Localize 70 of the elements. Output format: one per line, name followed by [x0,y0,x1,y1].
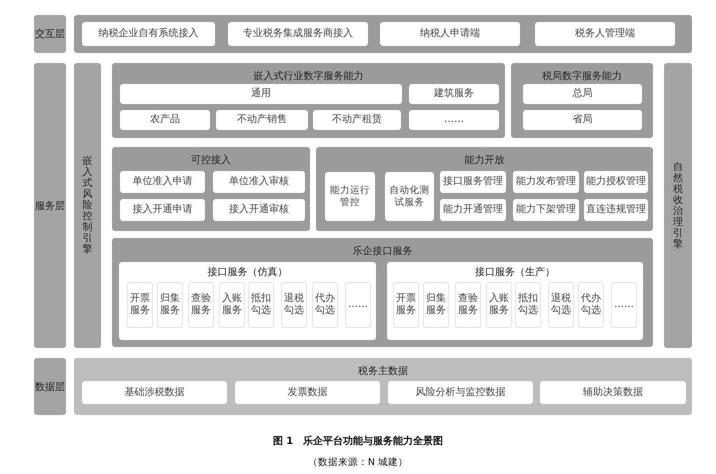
function-box: 基础涉税数据 [82,381,227,404]
panel-title: 接口服务（仿真） [206,266,288,279]
service-box: 归集服务 [423,282,449,328]
group-panel [316,147,653,231]
group-panel [112,63,505,138]
source-note: （数据来源：N 城建） [306,456,410,469]
layer-label: 交互层 [34,15,66,53]
service-box: 代办勾选 [312,282,338,328]
function-box: 纳税企业自有系统接入 [82,22,215,46]
function-box: 接入开通申请 [120,199,205,221]
function-box: …… [409,110,499,130]
function-box: 农产品 [120,110,210,130]
service-box: 代办勾选 [578,282,604,328]
figure-caption: 图 1 乐企平台功能与服务能力全景图 [272,434,444,448]
panel-title: 乐企接口服务 [352,244,414,258]
column-label: 自然税收治理引擎 [673,162,683,250]
group-panel [112,147,310,231]
panel-title: 能力开放 [464,154,506,167]
service-box: …… [345,282,371,328]
function-box: 能力开通管理 [440,199,506,221]
function-box: 单位准入审核 [213,171,305,193]
service-box: 入账服务 [486,282,512,328]
function-box: 直连违规管理 [584,199,648,221]
function-box: 不动产销售 [216,110,308,130]
service-box: 入账服务 [219,282,245,328]
service-box: 抵扣勾选 [515,282,541,328]
service-box: 归集服务 [157,282,183,328]
function-box: 建筑服务 [409,84,499,104]
group-panel [112,238,653,347]
function-box: 能力发布管理 [513,171,579,193]
function-box: 能力授权管理 [584,171,648,193]
function-box: 税务人管理端 [535,22,675,46]
service-box: 退税勾选 [281,282,307,328]
function-box: 能力运行管控 [325,172,375,221]
function-box: 自动化测试服务 [385,172,434,221]
function-box: 纳税人申请端 [380,22,520,46]
function-box: 专业税务集成服务商接入 [228,22,368,46]
group-panel [74,358,692,415]
service-box: 抵扣勾选 [248,282,274,328]
function-box: 风险分析与监控数据 [388,381,533,404]
function-box: 接口服务管理 [440,171,506,193]
panel-title: 接口服务（生产） [474,266,556,279]
function-box: 通用 [120,84,402,104]
service-box: 查验服务 [455,282,481,328]
function-box: 单位准入申请 [120,171,205,193]
service-box: 开票服务 [393,282,419,328]
panel-title: 税局数字服务能力 [541,70,623,83]
function-box: 辅助决策数据 [540,381,686,404]
group-panel [119,262,376,340]
function-box: 能力下架管理 [513,199,579,221]
function-box: 省局 [523,110,642,130]
function-box: 不动产租赁 [313,110,401,130]
service-box: …… [611,282,637,328]
function-box: 接入开通审核 [213,199,305,221]
group-panel [74,15,692,53]
layer-label: 数据层 [34,358,66,415]
function-box: 发票数据 [235,381,380,404]
group-panel [387,262,643,340]
function-box: 总局 [523,84,642,104]
service-box: 查验服务 [188,282,214,328]
panel-title: 税务主数据 [357,364,409,378]
layer-label: 服务层 [34,63,66,348]
service-box: 退税勾选 [548,282,574,328]
panel-title: 嵌入式行业数字服务能力 [252,70,364,83]
group-panel [511,63,653,138]
service-box: 开票服务 [127,282,153,328]
engine-column [664,63,692,348]
engine-column [74,63,101,348]
column-label: 嵌入式风险控制引擎 [82,156,92,255]
panel-title: 可控接入 [190,154,232,167]
